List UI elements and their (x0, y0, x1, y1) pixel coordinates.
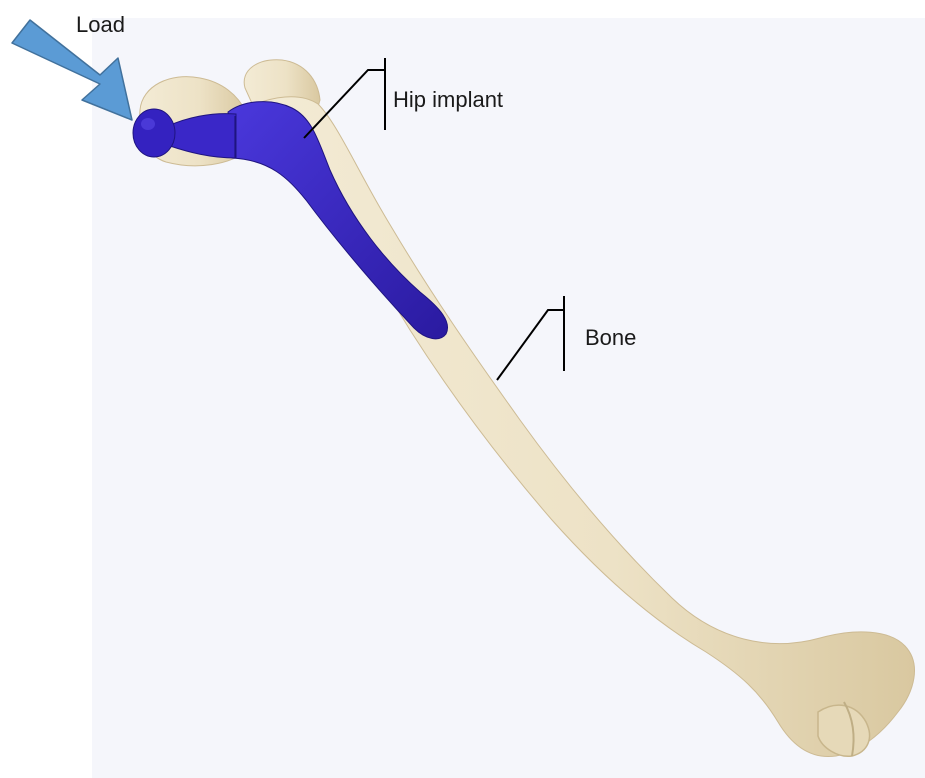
load-label: Load (76, 14, 125, 36)
bone-label: Bone (585, 327, 636, 349)
hip-implant-label: Hip implant (393, 89, 503, 111)
implant-ball-head (133, 109, 175, 157)
implant-ball-highlight (141, 118, 155, 130)
